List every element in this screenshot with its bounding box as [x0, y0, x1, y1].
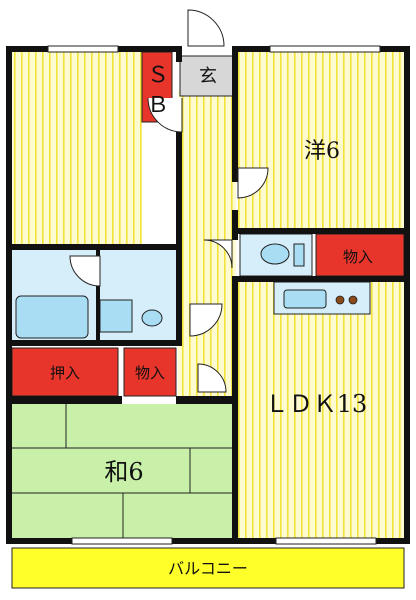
windows: [47, 45, 381, 545]
stove-burner-left: [335, 295, 345, 305]
bedroom-left-floor: [12, 52, 142, 244]
entrance-floor: [179, 55, 237, 97]
doors: [69, 9, 269, 393]
western-room-floor: [238, 52, 404, 228]
sb-label-top: Ｓ: [147, 63, 169, 88]
kitchen-sink: [283, 289, 327, 309]
washbasin: [99, 299, 133, 333]
japanese-room-label: 和6: [104, 458, 143, 486]
stove-burner-right: [348, 295, 358, 305]
tatami-lines: [12, 404, 236, 538]
sb-label-bottom: Ｂ: [147, 93, 169, 118]
oshiire: [11, 347, 119, 397]
tatami-room-floor: [12, 404, 236, 538]
toilet-bowl: [260, 243, 290, 265]
washing-machine: [141, 309, 163, 327]
closet-upper-label: 物入: [343, 248, 373, 266]
closet-lower: [123, 347, 177, 397]
bathtub: [15, 295, 89, 339]
closet-upper: [315, 233, 405, 277]
oshiire-label: 押入: [50, 364, 80, 382]
hallway-floor: [178, 90, 236, 304]
ldk-floor: [238, 280, 404, 538]
entrance-label: 玄: [199, 66, 217, 87]
ldk-label: ＬＤＫ13: [265, 390, 368, 418]
walls: [6, 46, 410, 544]
balcony-floor: [11, 547, 405, 589]
toilet-tank: [293, 243, 305, 267]
closet-lower-label: 物入: [135, 364, 165, 382]
balcony-label: バルコニー: [168, 559, 248, 578]
western-room-label: 洋6: [304, 139, 340, 164]
